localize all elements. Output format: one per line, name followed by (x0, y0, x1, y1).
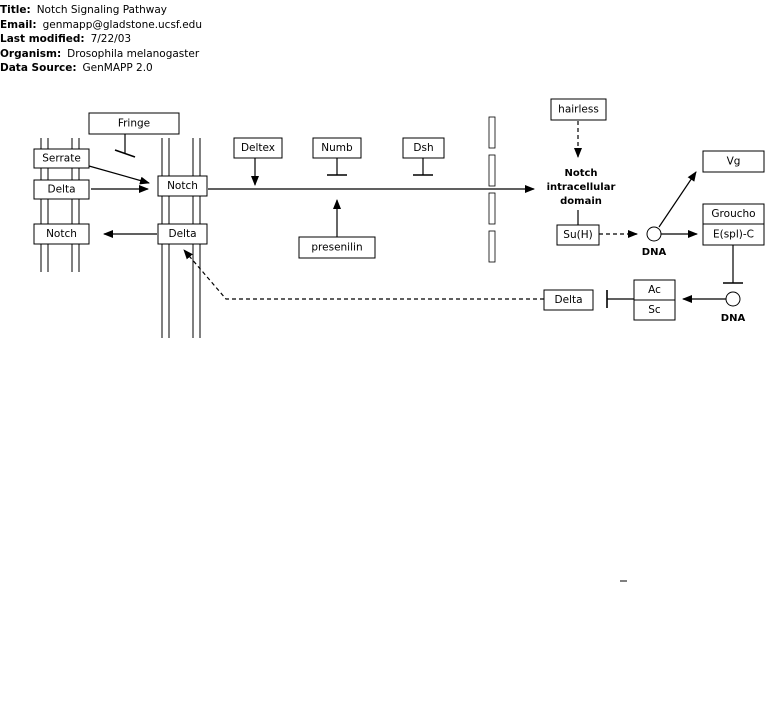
pathway-title: Notch Signaling Pathway (36, 4, 167, 16)
svg-text:presenilin: presenilin (311, 242, 362, 254)
svg-text:E(spl)-C: E(spl)-C (713, 229, 754, 241)
gene-box-espl[interactable]: E(spl)-C (702, 223, 765, 246)
interaction-edges (88, 121, 743, 308)
svg-text:Notch: Notch (167, 180, 198, 192)
dna-circle-1 (646, 226, 662, 242)
svg-text:Sc: Sc (648, 304, 661, 316)
svg-text:Delta: Delta (47, 184, 75, 196)
email-row: Email:genmapp@gladstone.ucsf.edu (0, 18, 202, 31)
gene-box-dsh[interactable]: Dsh (402, 137, 445, 159)
nicd-label-line1: Notch (564, 168, 597, 179)
organism-row: Organism:Drosophila melanogaster (0, 47, 200, 60)
svg-text:Su(H): Su(H) (563, 229, 592, 241)
dna-label-1: DNA (642, 247, 667, 258)
gene-box-delta-left[interactable]: Delta (33, 179, 90, 200)
gene-box-delta-cell[interactable]: Delta (157, 223, 208, 245)
svg-text:Dsh: Dsh (413, 142, 433, 154)
title-row: Title:Notch Signaling Pathway (0, 4, 167, 16)
edge-serrate-notch (88, 165, 150, 185)
gene-box-notch-left[interactable]: Notch (33, 223, 90, 245)
svg-text:Vg: Vg (727, 156, 741, 168)
gene-box-ac[interactable]: Ac (633, 279, 676, 301)
gene-box-groucho[interactable]: Groucho (702, 203, 765, 225)
modified-value: 7/22/03 (90, 33, 132, 45)
gene-box-vg[interactable]: Vg (702, 150, 765, 173)
source-value: GenMAPP 2.0 (82, 62, 153, 74)
svg-text:Deltex: Deltex (241, 142, 275, 154)
gene-box-serrate[interactable]: Serrate (33, 148, 90, 169)
dna-label-2: DNA (721, 313, 746, 324)
gene-box-presenilin[interactable]: presenilin (298, 236, 376, 259)
gene-box-deltex[interactable]: Deltex (233, 137, 283, 159)
nuclear-membrane (488, 116, 496, 263)
source-row: Data Source:GenMAPP 2.0 (0, 62, 153, 74)
gene-box-suh[interactable]: Su(H) (556, 224, 600, 246)
gene-box-notch-receptor[interactable]: Notch (157, 175, 208, 197)
svg-text:Fringe: Fringe (118, 118, 150, 130)
svg-text:Delta: Delta (168, 228, 196, 240)
svg-text:Numb: Numb (321, 142, 353, 154)
svg-text:Groucho: Groucho (711, 208, 755, 220)
svg-text:Delta: Delta (554, 294, 582, 306)
nicd-label-line2: intracellular (547, 182, 616, 193)
edge-dna-vg (658, 171, 697, 228)
svg-text:hairless: hairless (558, 104, 599, 116)
dna-circle-2 (725, 291, 741, 307)
modified-row: Last modified:7/22/03 (0, 33, 132, 45)
svg-text:Serrate: Serrate (42, 153, 81, 165)
gene-box-sc[interactable]: Sc (633, 299, 676, 321)
gene-box-delta-right[interactable]: Delta (543, 289, 594, 311)
email-value: genmapp@gladstone.ucsf.edu (42, 18, 202, 31)
organism-value: Drosophila melanogaster (67, 47, 200, 60)
gene-box-fringe[interactable]: Fringe (88, 112, 180, 135)
gene-box-numb[interactable]: Numb (312, 137, 362, 159)
svg-text:Ac: Ac (648, 284, 661, 296)
gene-box-hairless[interactable]: hairless (550, 98, 607, 121)
edge-delta-feedback (183, 249, 544, 300)
nicd-label-line3: domain (560, 196, 602, 207)
header-info: Title:Notch Signaling Pathway Email:genm… (0, 3, 202, 76)
svg-text:Notch: Notch (46, 228, 77, 240)
